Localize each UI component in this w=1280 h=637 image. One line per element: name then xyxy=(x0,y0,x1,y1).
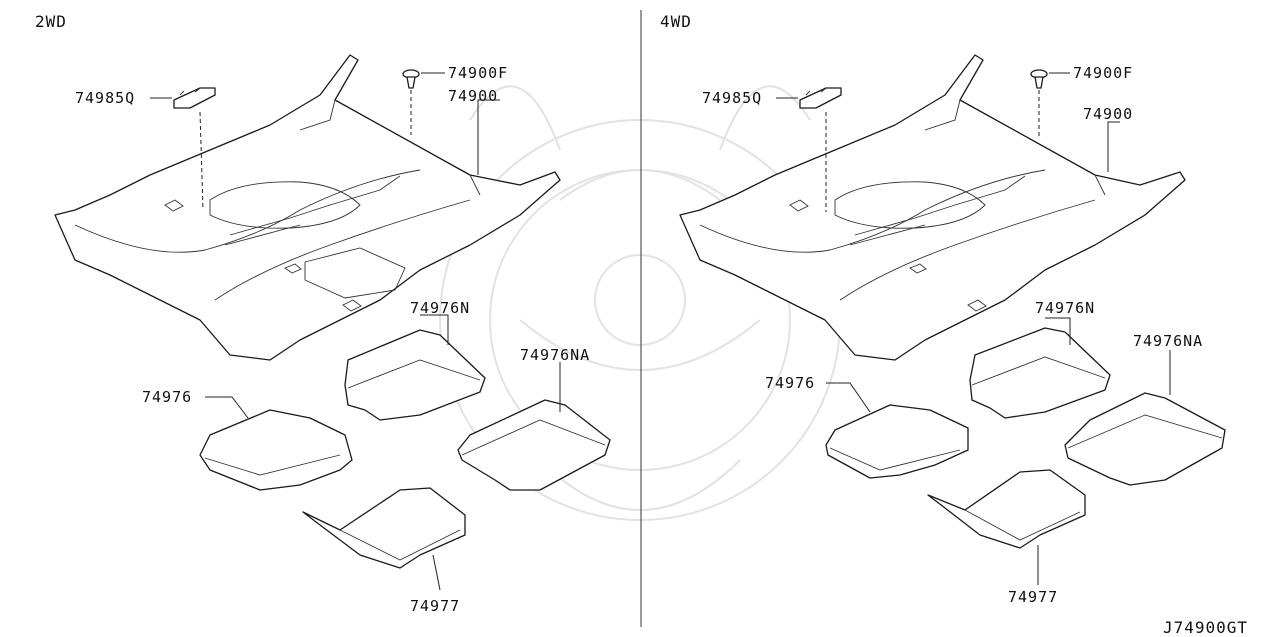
mat-front-right-leader xyxy=(1045,317,1071,345)
section-title: 2WD xyxy=(35,12,67,31)
mat-front-left xyxy=(199,409,353,491)
grommet-part xyxy=(1030,69,1048,89)
label-74900: 74900 xyxy=(448,87,498,105)
mat-rear-left xyxy=(302,487,466,569)
diagram-id: J74900GT xyxy=(1163,618,1248,637)
floor-carpet xyxy=(679,54,1186,361)
label-74900f: 74900F xyxy=(448,64,508,82)
carpet-leader xyxy=(1107,121,1120,172)
mat-rear-left-leader xyxy=(432,554,441,591)
clip-part xyxy=(173,87,216,109)
label-74976na: 74976NA xyxy=(1133,332,1203,350)
label-74985q: 74985Q xyxy=(75,89,135,107)
section-title: 4WD xyxy=(660,12,692,31)
mat-rear-right xyxy=(457,399,611,491)
clip-leader-dashed xyxy=(199,111,204,211)
section-2wd: 2WD 74985Q 74900F 74900 xyxy=(35,12,611,615)
label-74900: 74900 xyxy=(1083,105,1133,123)
mat-rear-right xyxy=(1064,392,1226,486)
mat-front-left-leader xyxy=(205,396,249,419)
label-74977: 74977 xyxy=(1008,588,1058,606)
grommet-part xyxy=(402,69,420,89)
mat-front-right xyxy=(969,327,1111,419)
label-74976n: 74976N xyxy=(1035,299,1095,317)
label-74976n: 74976N xyxy=(410,299,470,317)
clip-part xyxy=(799,87,842,109)
mat-front-left-leader xyxy=(826,382,871,413)
label-74976na: 74976NA xyxy=(520,346,590,364)
mat-rear-left xyxy=(927,469,1086,549)
mat-front-right xyxy=(344,329,486,421)
section-4wd: 4WD 74985Q 74900F 74900 xyxy=(660,12,1226,606)
label-74985q: 74985Q xyxy=(702,89,762,107)
label-74977: 74977 xyxy=(410,597,460,615)
mat-front-right-leader xyxy=(420,314,449,345)
carpet-leader xyxy=(477,99,500,175)
label-74900f: 74900F xyxy=(1073,64,1133,82)
watermark-emblem xyxy=(439,85,841,521)
floor-carpet xyxy=(54,54,561,361)
label-74976: 74976 xyxy=(142,388,192,406)
mat-front-left xyxy=(825,404,969,479)
label-74976: 74976 xyxy=(765,374,815,392)
